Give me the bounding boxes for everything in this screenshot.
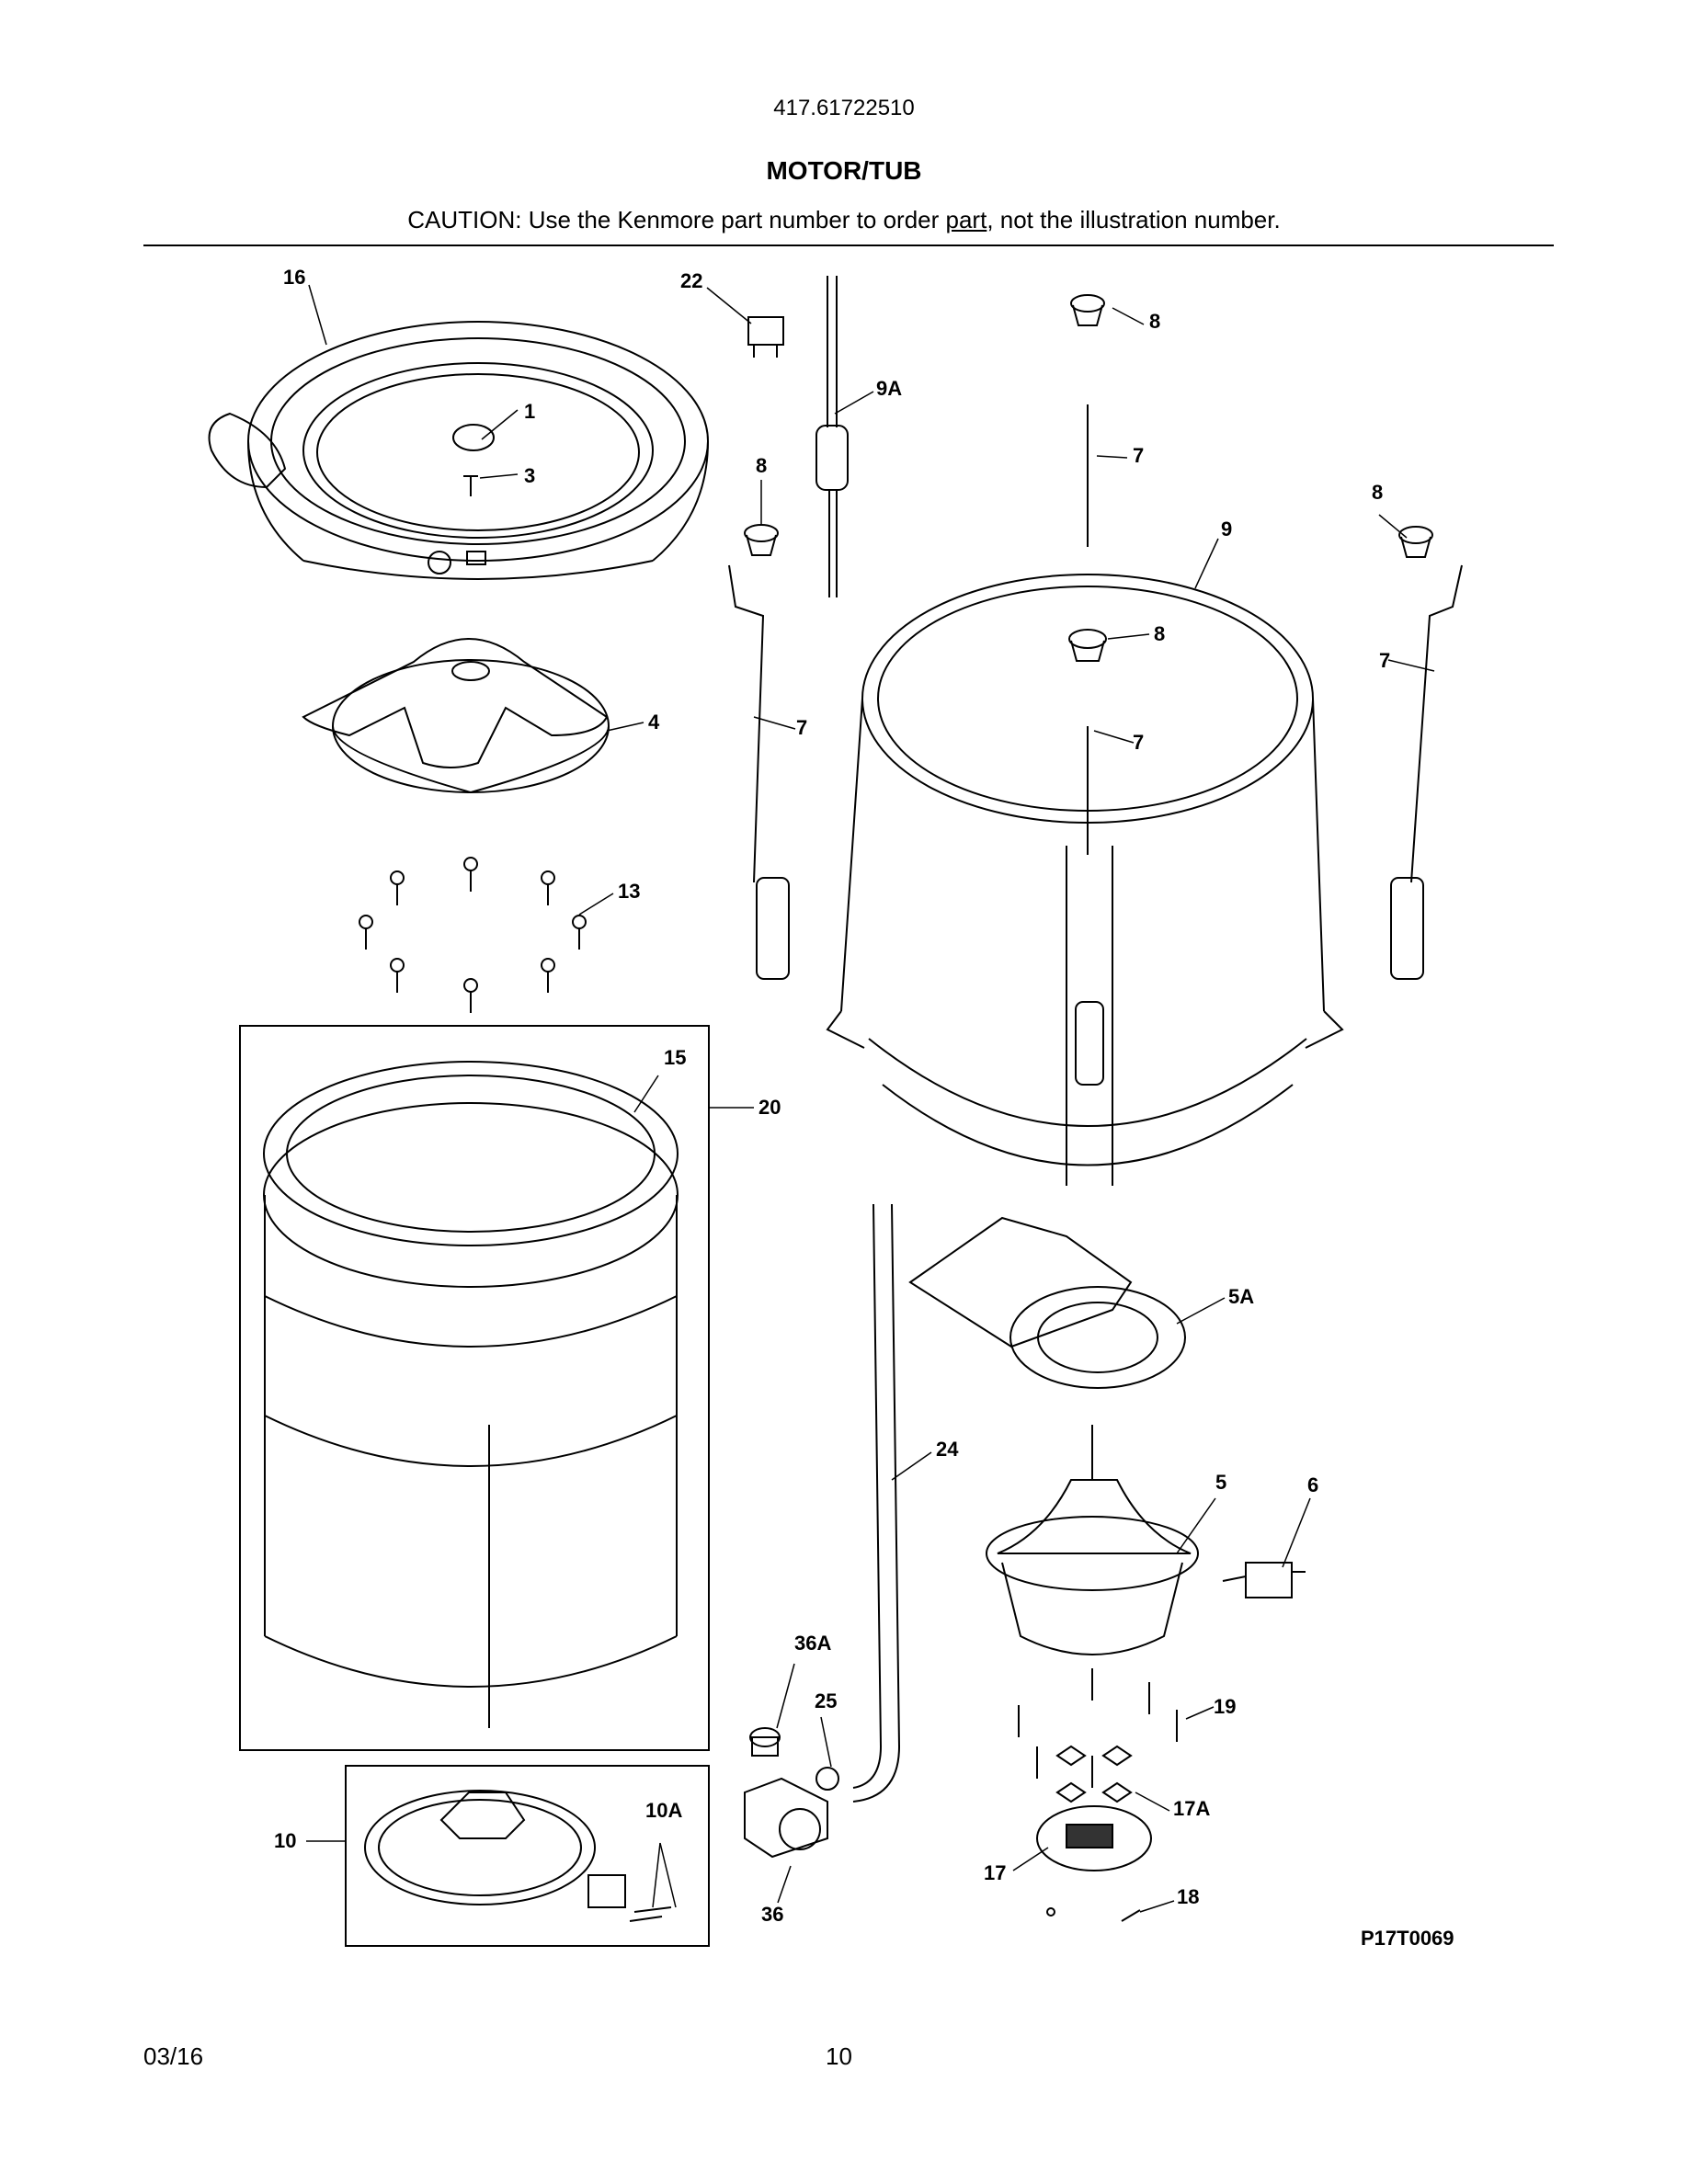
- callout-5: 5: [1215, 1471, 1226, 1494]
- callout-22: 22: [680, 269, 702, 292]
- callout-6: 6: [1307, 1473, 1318, 1496]
- callout-7a: 7: [1133, 444, 1144, 467]
- spacers-part: [1055, 1745, 1133, 1803]
- suspension-rods-part: [728, 404, 1463, 980]
- callout-36: 36: [761, 1903, 783, 1926]
- basket-part: [263, 1061, 679, 1728]
- motor-part: [986, 1425, 1199, 1655]
- callout-17a: 17A: [1173, 1797, 1210, 1820]
- callout-24: 24: [936, 1438, 959, 1461]
- caution-suffix: , not the illustration number.: [987, 206, 1281, 233]
- callout-3: 3: [524, 464, 535, 487]
- callout-labels: 16 22 8 1 9A 7 3 8 8 9 8 7 4 7 7 13 15 2…: [274, 266, 1454, 1950]
- drain-hose-part: [852, 1203, 901, 1803]
- page-number: 10: [826, 2042, 852, 2070]
- callout-9a: 9A: [876, 377, 902, 400]
- caution-underlined-word: part: [945, 206, 987, 233]
- bolts-13-part: [359, 857, 587, 1013]
- callout-8c: 8: [1372, 481, 1383, 504]
- callout-8d: 8: [1154, 622, 1165, 645]
- motor-cover-part: [1036, 1805, 1152, 1871]
- header-rule: [143, 245, 1554, 246]
- basket-assembly-box: [239, 1025, 710, 1751]
- caution-note: CAUTION: Use the Kenmore part number to …: [0, 206, 1688, 234]
- callout-25: 25: [815, 1689, 837, 1712]
- callout-19: 19: [1214, 1695, 1236, 1718]
- callout-15: 15: [664, 1046, 686, 1069]
- bolts-19-part: [1018, 1668, 1178, 1788]
- sensor-22-part: [747, 316, 784, 358]
- callout-1: 1: [524, 400, 535, 423]
- screws-18-part: [1046, 1907, 1141, 1922]
- footer-date: 03/16: [143, 2042, 204, 2070]
- pressure-tube-part: [815, 276, 849, 597]
- callout-5a: 5A: [1228, 1285, 1254, 1308]
- model-number: 417.61722510: [773, 96, 915, 120]
- leader-lines: [306, 284, 1435, 1913]
- callout-7b: 7: [1379, 649, 1390, 672]
- callout-4: 4: [648, 711, 660, 734]
- speed-sensor-part: [1222, 1562, 1306, 1598]
- callout-10a: 10A: [645, 1799, 682, 1822]
- basket-hub-part: [364, 1790, 672, 1922]
- callout-10: 10: [274, 1829, 296, 1852]
- callout-8a: 8: [1149, 310, 1160, 333]
- outer-tub-part: [826, 574, 1344, 1186]
- drain-pump-part: [744, 1727, 839, 1859]
- callout-16: 16: [283, 266, 305, 289]
- caution-prefix: CAUTION: Use the Kenmore part number to …: [407, 206, 946, 233]
- tub-cover-part: [208, 321, 709, 580]
- suspension-cap-part: [744, 294, 1433, 662]
- callout-7d: 7: [1133, 731, 1144, 754]
- page-title: MOTOR/TUB: [766, 156, 922, 185]
- callout-13: 13: [618, 880, 640, 903]
- mount-plate-part: [908, 1216, 1186, 1389]
- callout-20: 20: [758, 1096, 781, 1119]
- callout-18: 18: [1177, 1885, 1199, 1908]
- callout-7c: 7: [796, 716, 807, 739]
- basket-bottom-box: [345, 1765, 710, 1947]
- figure-code: P17T0069: [1361, 1927, 1454, 1950]
- callout-8b: 8: [756, 454, 767, 477]
- callout-17: 17: [984, 1861, 1006, 1884]
- callout-9: 9: [1221, 518, 1232, 540]
- callout-36a: 36A: [794, 1632, 831, 1655]
- impeller-part: [302, 638, 610, 794]
